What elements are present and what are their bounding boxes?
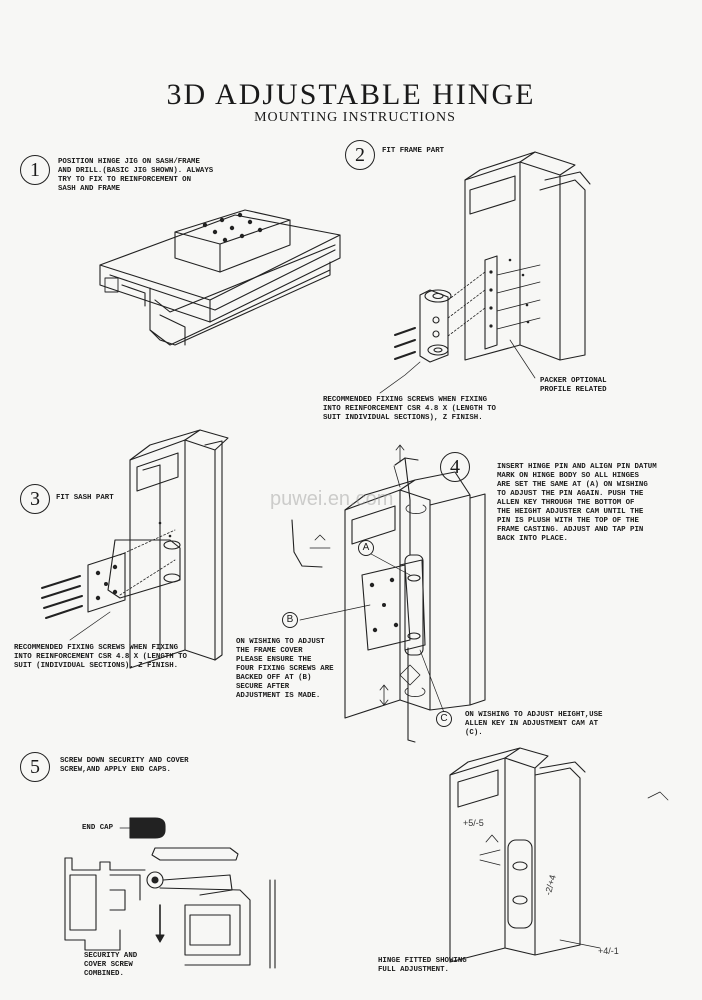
step-4-number: 4 xyxy=(440,452,470,482)
step-2-number: 2 xyxy=(345,140,375,170)
step3-sash-with-hinge-drawing xyxy=(41,429,229,669)
step-5-instructions: SCREW DOWN SECURITY AND COVER SCREW,AND … xyxy=(60,757,189,774)
page-title: 3D ADJUSTABLE HINGE xyxy=(166,78,536,111)
step1-sash-with-jig-drawing xyxy=(99,209,341,346)
frame-cover-note: ON WISHING TO ADJUST THE FRAME COVER PLE… xyxy=(236,638,334,700)
step-2-instructions: FIT FRAME PART xyxy=(382,147,445,155)
callout-a: A xyxy=(358,540,374,556)
step-3-number: 3 xyxy=(20,484,50,514)
step2-frame-with-hinge-drawing xyxy=(379,151,591,394)
page-subtitle: MOUNTING INSTRUCTIONS xyxy=(254,110,456,125)
callout-b: B xyxy=(282,612,298,628)
callout-c: C xyxy=(436,711,452,727)
adjust-mark-plus-minus-5: +5/-5 xyxy=(463,818,484,828)
step5-cross-section-drawing xyxy=(64,817,276,969)
step-5-number: 5 xyxy=(20,752,50,782)
step5-fitted-hinge-drawing xyxy=(449,747,669,963)
watermark-text: puwei.en.com xyxy=(270,488,394,510)
step-4-instructions: INSERT HINGE PIN AND ALIGN PIN DATUM MAR… xyxy=(497,463,657,543)
sash-screws-note: RECOMMENDED FIXING SCREWS WHEN FIXING IN… xyxy=(14,644,187,670)
height-adjust-note: ON WISHING TO ADJUST HEIGHT,USE ALLEN KE… xyxy=(465,711,603,737)
adjust-mark-plus-minus-4: +4/-1 xyxy=(598,946,619,956)
end-cap-label: END CAP xyxy=(82,824,114,832)
step-1-instructions: POSITION HINGE JIG ON SASH/FRAME AND DRI… xyxy=(58,158,214,193)
step-3-instructions: FIT SASH PART xyxy=(56,494,114,502)
packer-note: PACKER OPTIONAL PROFILE RELATED xyxy=(540,377,607,394)
hinge-fitted-label: HINGE FITTED SHOWING FULL ADJUSTMENT. xyxy=(378,957,467,974)
frame-screws-note: RECOMMENDED FIXING SCREWS WHEN FIXING IN… xyxy=(323,396,496,422)
security-screw-label: SECURITY AND COVER SCREW COMBINED. xyxy=(84,952,138,978)
step-1-number: 1 xyxy=(20,155,50,185)
step4-assembled-hinge-drawing xyxy=(291,444,486,743)
